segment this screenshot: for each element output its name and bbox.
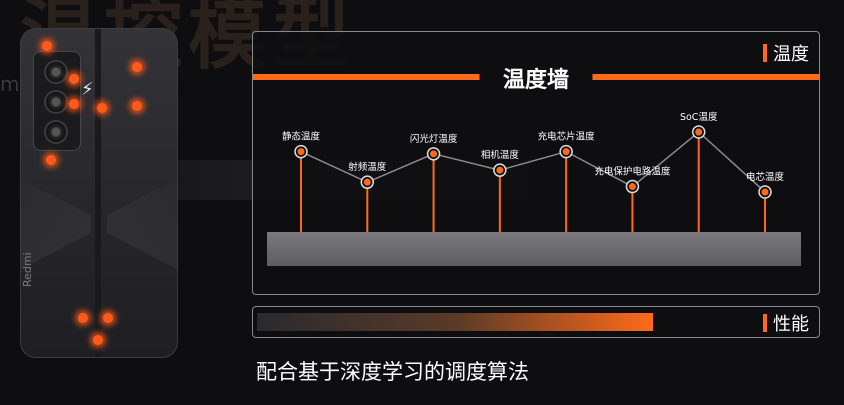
- label-marker: [763, 44, 767, 62]
- heat-point-icon: [46, 155, 56, 165]
- temperature-connector-line: [300, 131, 766, 193]
- temperature-point-label: 电芯温度: [746, 171, 785, 183]
- heat-point-icon: [93, 335, 103, 345]
- heat-point-icon: [132, 62, 142, 72]
- heat-point-icon: [103, 313, 113, 323]
- phone-decor-right: [107, 179, 177, 269]
- heat-point-icon: [132, 101, 142, 111]
- camera-module: [33, 51, 81, 151]
- heat-point-icon: [42, 41, 52, 51]
- temperature-point-label: 充电保护电路温度: [594, 166, 671, 178]
- temperature-base-bar: [267, 232, 801, 266]
- caption-text: 配合基于深度学习的调度算法: [256, 360, 529, 384]
- heat-point-icon: [69, 74, 79, 84]
- temperature-point-label: 相机温度: [481, 149, 520, 161]
- performance-label: 性能: [763, 310, 809, 336]
- temperature-point-label: 静态温度: [282, 131, 321, 143]
- temperature-point: [761, 188, 769, 196]
- camera-lens-icon: [44, 120, 68, 144]
- temperature-label: 温度: [763, 40, 809, 66]
- temperature-point-label: 射频温度: [348, 161, 387, 173]
- temperature-point-label: SoC温度: [680, 111, 718, 123]
- heat-point-icon: [97, 103, 107, 113]
- label-marker: [763, 314, 767, 332]
- temperature-point: [496, 166, 504, 174]
- phone-stripe: [95, 29, 101, 357]
- temperature-point: [562, 148, 570, 156]
- camera-lens-icon: [44, 90, 68, 114]
- lightning-bolt-icon: ⚡: [81, 79, 94, 100]
- temperature-point: [695, 128, 703, 136]
- camera-lens-icon: [44, 60, 68, 84]
- heat-point-icon: [69, 99, 79, 109]
- temperature-point: [430, 150, 438, 158]
- heat-point-icon: [78, 313, 88, 323]
- performance-panel: 性能: [252, 306, 820, 338]
- temperature-point: [363, 178, 371, 186]
- temperature-panel: 温度墙 温度 静态温度射频温度 闪光灯温度相机温度 充电芯片温度充电保护电路温度 So…: [252, 31, 820, 295]
- temperature-point: [297, 148, 305, 156]
- temperature-point-label: 闪光灯温度: [410, 133, 458, 145]
- temperature-point-label: 充电芯片温度: [538, 131, 596, 143]
- phone-back: ⚡ Redmi: [20, 28, 178, 358]
- temperature-wall-title: 温度墙: [253, 62, 819, 94]
- phone-brand: Redmi: [21, 252, 34, 287]
- temperature-point: [628, 183, 636, 191]
- performance-level-bar: [257, 313, 653, 331]
